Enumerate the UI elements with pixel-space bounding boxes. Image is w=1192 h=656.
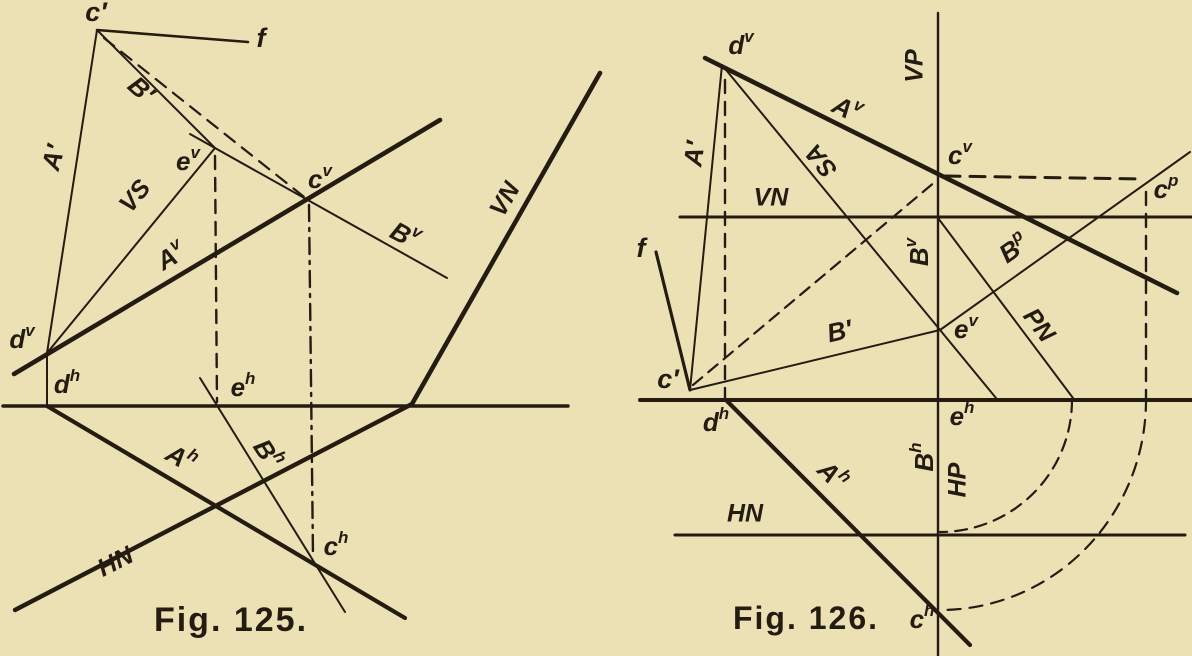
fig-126-label-c-v: cv: [948, 137, 973, 169]
fig-126-cv-cp-dashed: [943, 174, 1144, 181]
fig-125-projector-c-dashdot: [307, 203, 315, 558]
fig-126-label-f: f: [637, 233, 649, 263]
fig-126-b-profile-proj-line: [939, 151, 1191, 331]
fig-125-label-b-v: Bv: [385, 213, 427, 256]
fig-126-c-true-length-dashed: [691, 179, 938, 387]
fig-125-vn-trace-line: [409, 70, 603, 407]
fig-125-label-a-prime: A′: [35, 140, 71, 175]
fig-125-label-d-h: dh: [54, 366, 80, 398]
fig-126-rotation-arc-inner-dashed: [938, 398, 1074, 534]
fig-126-label-b-prime: B′: [824, 313, 857, 348]
fig-126-pn-trace-line: [937, 217, 1074, 399]
fig-125-label-a-h: Ah: [160, 435, 202, 478]
fig-125-label-c-h: ch: [324, 528, 349, 560]
fig-126-label-pn: PN: [1017, 303, 1061, 348]
fig-126-label-vn: VN: [754, 184, 790, 212]
fig-126-sa-trace-line: [721, 64, 997, 399]
fig-126-a-prime-rotated-line: [689, 64, 723, 391]
fig-125-b-prime-rotated-line: [96, 29, 216, 149]
fig-126-label-b-v: Bv: [901, 236, 933, 266]
fig-125-c-prime-f-line: [95, 28, 250, 44]
fig-125-a-prime-rotated-line: [46, 29, 98, 354]
fig-126-label-d-h: dh: [703, 404, 729, 436]
fig-126-label-vp: VP: [901, 49, 929, 83]
fig-125-label-b-prime: B′: [122, 70, 162, 110]
fig-126-label-d-v: dv: [728, 27, 755, 59]
fig-125-label-vs: VS: [114, 174, 157, 218]
fig-125-a-horizontal-proj-line: [44, 403, 408, 621]
fig-126-label-hn: HN: [727, 500, 764, 528]
fig-126-label-e-v: ev: [954, 311, 979, 343]
fig-126-b-prime-rotated-line: [689, 329, 941, 391]
fig-126-caption: Fig. 126.: [733, 600, 879, 636]
fig-125-label-e-v: ev: [176, 143, 201, 175]
fig-126-f-line: [654, 250, 692, 392]
fig-126-label-b-h: Bh: [906, 442, 938, 471]
fig-125-projector-e-dashed: [213, 154, 219, 404]
fig-126-label-b-p: Bp: [992, 226, 1034, 269]
fig-126-rotation-arc-outer-dashed: [938, 396, 1148, 612]
fig-126-label-c-prime: c′: [657, 364, 680, 394]
fig-125-c-true-length-dashed: [102, 36, 310, 202]
fig-125-a-vertical-proj-line: [11, 117, 443, 377]
fig-126-label-c-p: cp: [1154, 171, 1179, 203]
fig-126-label-hp: HP: [944, 462, 972, 497]
fig-126-label-a-prime: A′: [677, 137, 711, 169]
fig-125-b-vertical-proj-line: [189, 133, 448, 279]
fig-125-label-c-prime: c′: [85, 0, 108, 27]
fig-125-caption: Fig. 125.: [154, 601, 308, 639]
fig-126-label-sa: SA: [799, 139, 843, 184]
fig-126-a-vertical-proj-line: [702, 55, 1180, 296]
fig-125-label-e-h: eh: [231, 369, 256, 401]
fig-125-label-b-h: Bh: [247, 432, 290, 474]
fig-125-b-horizontal-proj-line: [199, 377, 346, 613]
fig-126-label-c-h: ch: [910, 601, 935, 633]
fig-125-label-c-v: cv: [308, 161, 333, 193]
fig-125-vs-trace-line: [46, 147, 216, 354]
fig-126-a-horizontal-proj-line: [723, 397, 973, 648]
fig-125-label-f: f: [257, 23, 269, 53]
fig-125-label-d-v: dv: [9, 321, 36, 353]
fig-126-label-e-h: eh: [950, 398, 975, 430]
